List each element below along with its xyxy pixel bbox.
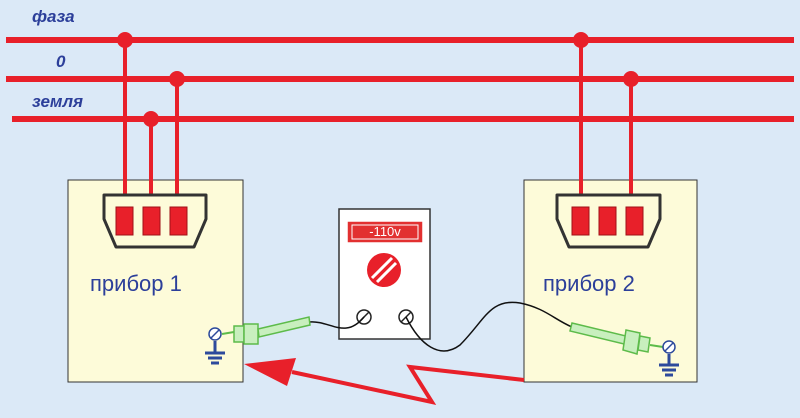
probe-2 bbox=[569, 322, 664, 355]
multimeter: -110v bbox=[338, 208, 431, 340]
ground-terminal-icon bbox=[208, 327, 222, 341]
earth-ground-icon-2 bbox=[659, 354, 679, 377]
socket-1 bbox=[102, 193, 208, 249]
probe-lead-right bbox=[405, 301, 573, 352]
device-2-wires bbox=[579, 40, 633, 210]
probe-lead-left bbox=[308, 316, 365, 329]
meter-dial-icon bbox=[367, 253, 401, 287]
bus-label-neutral: 0 bbox=[56, 52, 66, 71]
probe-1 bbox=[221, 316, 311, 345]
junction-dots bbox=[117, 32, 639, 127]
bus-lines bbox=[6, 37, 794, 122]
device-label-2: прибор 2 bbox=[543, 271, 635, 296]
bus-label-ground: земля bbox=[32, 92, 83, 111]
multimeter-display: -110v bbox=[369, 224, 401, 239]
bus-label-phase: фаза bbox=[32, 7, 75, 26]
earth-ground-icon bbox=[205, 341, 225, 365]
ground-terminal-icon-2 bbox=[662, 340, 676, 354]
lightning-arrow-icon bbox=[244, 358, 525, 405]
socket-2 bbox=[555, 193, 662, 249]
device-label-1: прибор 1 bbox=[90, 271, 182, 296]
